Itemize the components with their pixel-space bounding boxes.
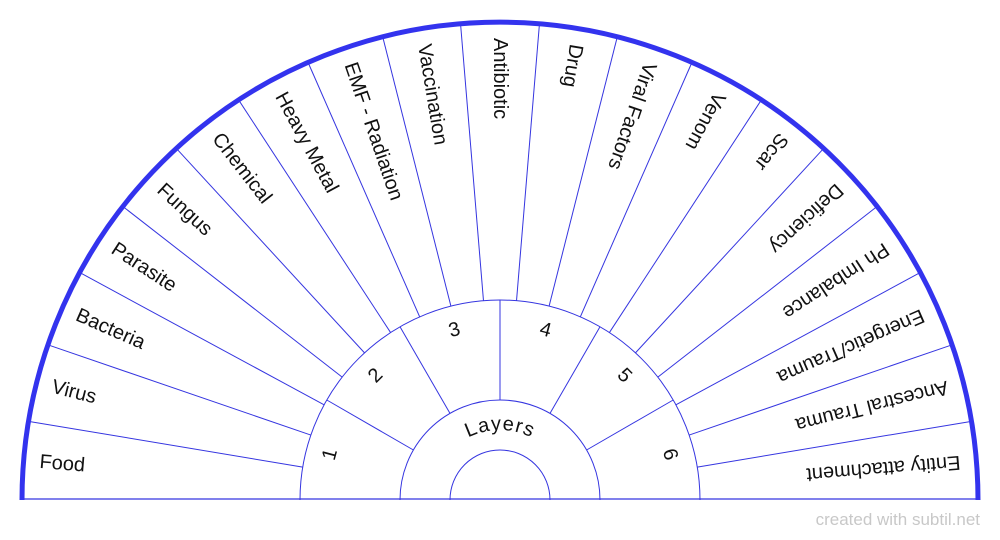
item-label: Vaccination xyxy=(413,42,451,146)
ring-number-6: 6 xyxy=(658,446,682,462)
item-divider xyxy=(657,206,878,378)
item-label: Entity attachment xyxy=(805,451,961,486)
item-label: Drug xyxy=(558,42,587,88)
item-divider xyxy=(516,23,540,301)
item-label: Chemical xyxy=(208,129,277,208)
item-label: Deficiency xyxy=(765,179,848,258)
item-label: Bacteria xyxy=(72,304,149,354)
item-divider xyxy=(460,23,484,301)
item-divider xyxy=(579,62,693,318)
item-divider xyxy=(675,272,921,406)
item-label: EMF - Radiation xyxy=(340,59,408,203)
item-label: Antibiotic xyxy=(489,38,511,119)
ring-number-2: 2 xyxy=(364,364,387,387)
item-divider xyxy=(79,272,325,406)
item-divider xyxy=(548,36,618,307)
chart-labels: Layers 1 2 3 4 5 6 Food Virus Bacteria ParasiteFun… xyxy=(39,38,962,486)
item-divider xyxy=(28,420,303,468)
item-label: Venom xyxy=(681,88,730,153)
item-divider xyxy=(238,99,392,333)
item-label: Ancestral Trauma xyxy=(792,376,950,436)
item-divider xyxy=(382,36,452,307)
item-label: Viral Factors xyxy=(603,59,660,172)
ring-arc-0 xyxy=(449,449,551,501)
ring-number-1: 1 xyxy=(318,446,342,462)
item-divider xyxy=(175,147,365,354)
item-label: Food xyxy=(39,451,86,477)
ring-divider xyxy=(399,326,451,414)
item-divider xyxy=(122,206,343,378)
ring-divider xyxy=(549,326,601,414)
chart-outline xyxy=(19,19,981,501)
item-label: Scar xyxy=(750,129,793,175)
ring-divider xyxy=(326,399,414,451)
outer-arc xyxy=(19,19,981,501)
item-divider xyxy=(307,62,421,318)
chart-lines xyxy=(22,23,978,501)
item-label: Virus xyxy=(49,376,98,408)
item-label: Heavy Metal xyxy=(270,88,342,196)
item-divider xyxy=(47,344,311,436)
item-label: Parasite xyxy=(107,238,180,297)
credit-text: created with subtil.net xyxy=(815,510,980,529)
center-label: Layers xyxy=(462,413,539,442)
ring-number-5: 5 xyxy=(613,364,636,387)
item-label: Ph Imbalance xyxy=(778,238,892,323)
item-label: Fungus xyxy=(153,179,217,240)
ring-divider xyxy=(586,399,674,451)
item-divider xyxy=(608,99,762,333)
item-divider xyxy=(697,420,972,468)
item-divider xyxy=(689,344,953,436)
ring-number-4: 4 xyxy=(537,318,553,342)
item-divider xyxy=(635,147,825,354)
ring-number-3: 3 xyxy=(446,318,462,342)
